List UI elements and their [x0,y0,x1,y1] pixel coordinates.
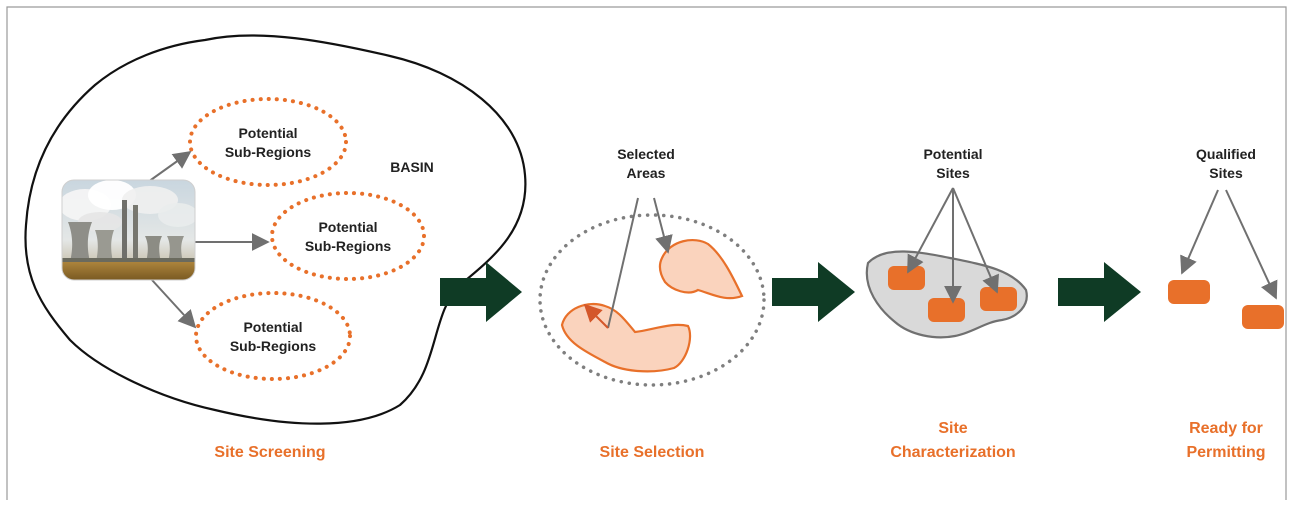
arrow-to-subregion-1 [147,150,192,183]
site-screening-stage: BASIN Potential Sub-Regions Potential Su… [24,34,527,461]
qualified-sites-label-line1: Qualified [1196,146,1256,162]
potential-site-3 [980,287,1017,311]
arrow-to-qualified-site-1 [1180,189,1219,275]
subregion-3: Potential Sub-Regions [194,291,352,381]
stage-label-permitting-line2: Permitting [1186,444,1265,461]
flow-arrow-2 [772,262,855,322]
arrow-to-left-area [583,303,609,329]
permitting-stage: Qualified Sites Ready for Permitting [1168,146,1284,461]
subregion-label-line2: Sub-Regions [225,144,312,160]
qualified-site-2 [1242,305,1284,329]
subregion-label-line2: Sub-Regions [230,338,317,354]
basin-outline [24,34,527,425]
qualified-sites-label-line2: Sites [1209,165,1243,181]
stage-label-characterization-line2: Characterization [890,444,1015,461]
subregion-dotted-outline [270,191,426,281]
stage-label-site-screening: Site Screening [214,444,325,461]
potential-site-1 [888,266,925,290]
subregion-dotted-outline [194,291,352,381]
selected-area-left [560,302,692,373]
potential-sites-label-line2: Sites [936,165,970,181]
qualified-site-1 [1168,280,1210,304]
stage-label-characterization-line1: Site [938,420,967,437]
subregion-label-line1: Potential [238,125,297,141]
stage-label-permitting-line1: Ready for [1189,420,1263,437]
arrow-to-right-area [653,197,673,254]
pointer-line-left [607,197,639,329]
arrow-to-site-1 [907,187,954,274]
selected-areas-label-line1: Selected [617,146,675,162]
arrow-to-subregion-3 [151,279,197,329]
arrow-to-qualified-site-2 [1225,189,1278,300]
potential-sites-label-line1: Potential [923,146,982,162]
potential-site-2 [928,298,965,322]
photo-frame [61,179,196,281]
flow-arrow-1 [440,262,522,322]
subregion-2: Potential Sub-Regions [270,191,426,281]
stage-label-site-selection: Site Selection [600,444,705,461]
subregion-label-line2: Sub-Regions [305,238,392,254]
selected-area-right [658,239,744,300]
subregion-1: Potential Sub-Regions [188,97,348,187]
flow-arrow-3 [1058,262,1141,322]
power-plant-photo [62,180,195,280]
selection-dotted-outline [538,213,766,387]
selected-areas-label-line2: Areas [627,165,666,181]
arrow-to-site-3 [952,187,999,294]
site-selection-stage: Selected Areas Site Selection [538,146,766,461]
site-characterization-stage: Potential Sites Site Characterization [865,146,1028,461]
subregion-dotted-outline [188,97,348,187]
subregion-label-line1: Potential [243,319,302,335]
frame-border [6,6,1287,500]
subregion-label-line1: Potential [318,219,377,235]
basin-label: BASIN [390,159,434,175]
